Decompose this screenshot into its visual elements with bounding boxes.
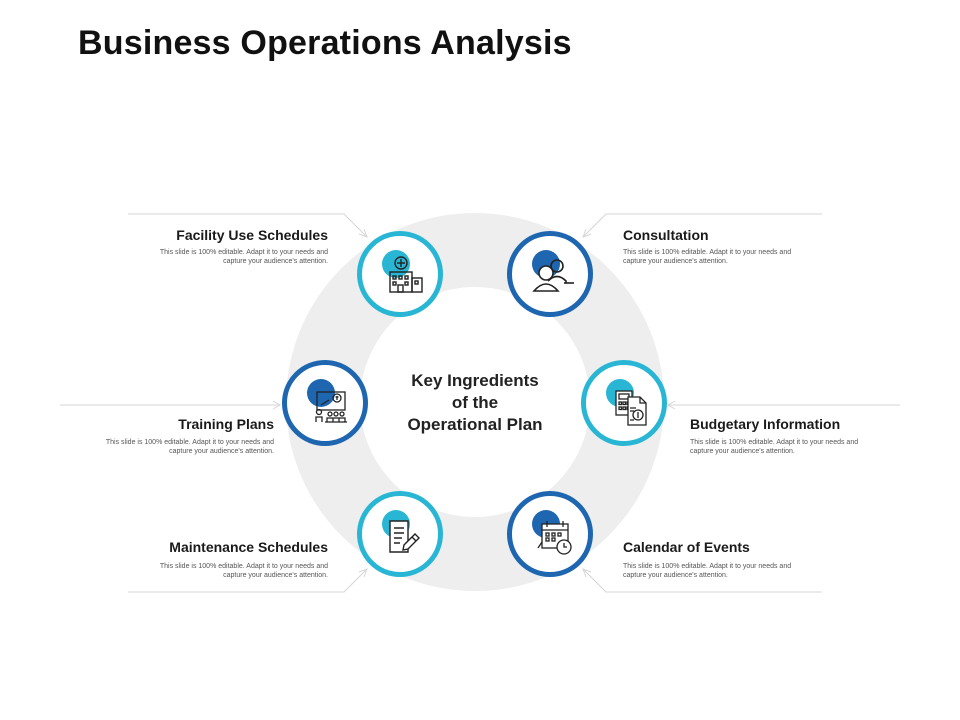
connector-calendar: [582, 568, 822, 593]
desc-line-1: This slide is 100% editable. Adapt it to…: [690, 439, 859, 446]
connector-maintenance: [128, 568, 368, 593]
desc-calendar-of-events: This slide is 100% editable. Adapt it to…: [623, 562, 813, 580]
label-facility-use-schedules: Facility Use Schedules: [176, 227, 328, 243]
label-training-plans: Training Plans: [178, 416, 274, 432]
connector-calendar-arrow: [582, 568, 592, 578]
desc-line-1: This slide is 100% editable. Adapt it to…: [623, 249, 792, 256]
connector-facility-arrow: [358, 228, 368, 238]
desc-line-2: capture your audience's attention.: [223, 258, 328, 265]
calculator-invoice-icon: [615, 390, 647, 426]
desc-line-2: capture your audience's attention.: [169, 448, 274, 455]
connector-training-arrow: [272, 400, 282, 410]
node-budgetary-information: [581, 360, 667, 446]
center-line-1: Key Ingredients: [411, 371, 539, 390]
node-training-plans: [282, 360, 368, 446]
desc-line-2: capture your audience's attention.: [623, 572, 728, 579]
node-facility-use-schedules: [357, 231, 443, 317]
desc-line-2: capture your audience's attention.: [623, 258, 728, 265]
center-line-3: Operational Plan: [407, 415, 543, 434]
label-consultation: Consultation: [623, 227, 709, 243]
desc-line-2: capture your audience's attention.: [223, 572, 328, 579]
connector-budget-arrow: [666, 400, 676, 410]
node-calendar-of-events: [507, 491, 593, 577]
desc-line-1: This slide is 100% editable. Adapt it to…: [105, 439, 274, 446]
desc-line-2: capture your audience's attention.: [690, 448, 795, 455]
connector-consultation: [582, 213, 822, 238]
label-budgetary-information: Budgetary Information: [690, 416, 841, 432]
desc-line-1: This slide is 100% editable. Adapt it to…: [623, 563, 792, 570]
presentation-training-icon: [315, 391, 347, 423]
center-caption: Key Ingredients of the Operational Plan: [380, 370, 570, 436]
connector-facility: [128, 213, 368, 238]
node-consultation: [507, 231, 593, 317]
desc-budgetary-information: This slide is 100% editable. Adapt it to…: [690, 438, 880, 456]
center-line-2: of the: [451, 393, 499, 412]
node-maintenance-schedules: [357, 491, 443, 577]
people-consultation-icon: [532, 259, 574, 292]
connector-maintenance-arrow: [358, 568, 368, 578]
label-maintenance-schedules: Maintenance Schedules: [169, 539, 328, 555]
desc-line-1: This slide is 100% editable. Adapt it to…: [159, 249, 328, 256]
desc-training-plans: This slide is 100% editable. Adapt it to…: [84, 438, 274, 456]
desc-line-1: This slide is 100% editable. Adapt it to…: [159, 563, 328, 570]
desc-facility-use-schedules: This slide is 100% editable. Adapt it to…: [138, 248, 328, 266]
connector-consultation-arrow: [582, 228, 592, 238]
calendar-clock-icon: [537, 521, 572, 555]
desc-consultation: This slide is 100% editable. Adapt it to…: [623, 248, 813, 266]
accent-disc: [307, 379, 335, 407]
desc-maintenance-schedules: This slide is 100% editable. Adapt it to…: [138, 562, 328, 580]
hospital-building-icon: [389, 256, 423, 293]
label-calendar-of-events: Calendar of Events: [623, 539, 750, 555]
accent-disc: [382, 250, 410, 278]
page-title: Business Operations Analysis: [78, 24, 572, 62]
document-pen-icon: [389, 520, 420, 553]
